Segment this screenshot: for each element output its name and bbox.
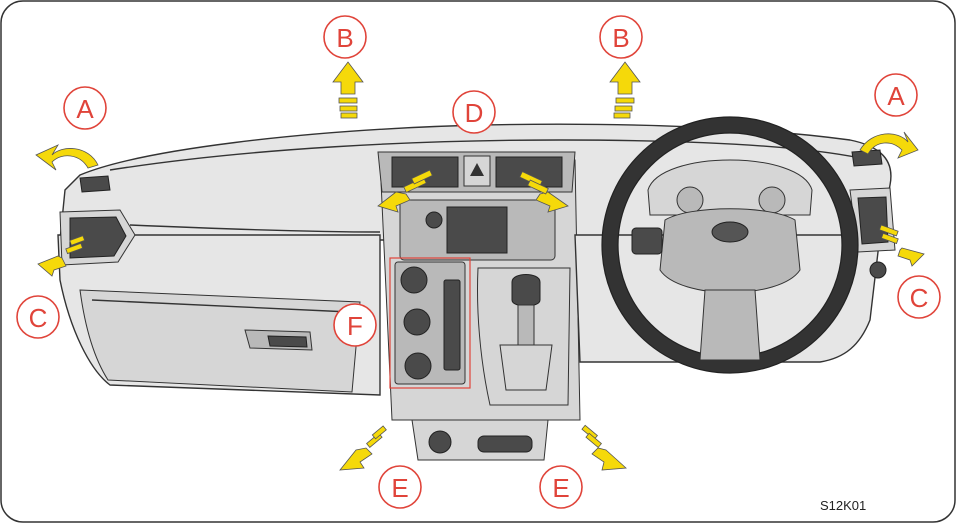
callout-label: A bbox=[887, 81, 905, 111]
callout-label: E bbox=[552, 473, 569, 503]
gear-boot bbox=[499, 344, 553, 391]
arrow-e-left bbox=[339, 425, 387, 471]
start-button bbox=[869, 261, 887, 279]
callout-label: D bbox=[465, 98, 484, 128]
callout-d: D bbox=[452, 90, 496, 134]
hvac-panel-highlight bbox=[389, 257, 471, 389]
callout-f: F bbox=[333, 303, 377, 347]
callout-c-left: C bbox=[16, 295, 60, 339]
callout-b-left: B bbox=[323, 15, 367, 59]
arrow-a-left bbox=[35, 144, 99, 171]
callout-label: C bbox=[910, 283, 929, 313]
right-vent-grille bbox=[857, 196, 889, 245]
dashboard-illustration bbox=[57, 116, 896, 461]
storage-tray bbox=[477, 435, 533, 453]
hvac-knob-bottom bbox=[404, 352, 432, 380]
cluster-dial-left bbox=[676, 186, 704, 214]
airflow-arrows bbox=[35, 61, 925, 471]
glovebox-handle-recess bbox=[267, 335, 308, 348]
arrow-d-left bbox=[377, 169, 433, 213]
steering-left-buttons bbox=[631, 227, 663, 255]
brand-logo bbox=[711, 221, 749, 243]
steering-wheel-hub bbox=[659, 208, 801, 293]
infotainment-screen bbox=[446, 206, 508, 254]
callout-e-right: E bbox=[539, 465, 583, 509]
volume-knob bbox=[425, 211, 443, 229]
callout-label: E bbox=[391, 473, 408, 503]
callout-label: B bbox=[336, 23, 353, 53]
power-socket bbox=[428, 430, 452, 454]
dash-seam-line bbox=[129, 224, 381, 233]
callout-e-left: E bbox=[378, 465, 422, 509]
callout-b-right: B bbox=[599, 15, 643, 59]
arrow-a-right bbox=[859, 131, 919, 159]
callout-label: F bbox=[347, 311, 363, 341]
figure-code: S12K01 bbox=[820, 498, 866, 513]
arrow-e-right bbox=[581, 424, 627, 471]
glovebox bbox=[79, 289, 361, 393]
callout-label: C bbox=[29, 303, 48, 333]
callout-c-right: C bbox=[897, 275, 941, 319]
hvac-button-strip bbox=[443, 279, 461, 371]
arrow-d-right bbox=[519, 171, 569, 213]
callout-label: B bbox=[612, 23, 629, 53]
hvac-knob-middle bbox=[403, 308, 431, 336]
callout-a-left: A bbox=[63, 86, 107, 130]
arrow-b-right bbox=[609, 61, 641, 119]
gear-knob bbox=[511, 274, 541, 307]
steering-wheel-rim bbox=[602, 117, 858, 373]
steering-wheel-rim-outline bbox=[601, 116, 859, 374]
cluster-dial-right bbox=[758, 186, 786, 214]
arrow-c-left bbox=[37, 235, 86, 277]
steering-spoke-bottom bbox=[699, 289, 761, 361]
callout-a-right: A bbox=[874, 73, 918, 117]
arrow-c-right bbox=[879, 224, 925, 267]
dash-lip-line bbox=[109, 139, 861, 171]
left-demister-slot bbox=[79, 175, 111, 193]
hazard-icon bbox=[470, 163, 484, 176]
glovebox-inner-line bbox=[91, 299, 351, 313]
callout-label: A bbox=[76, 94, 94, 124]
hvac-knob-top bbox=[400, 266, 428, 294]
gear-stick bbox=[517, 304, 535, 346]
arrow-b-left bbox=[332, 61, 364, 119]
